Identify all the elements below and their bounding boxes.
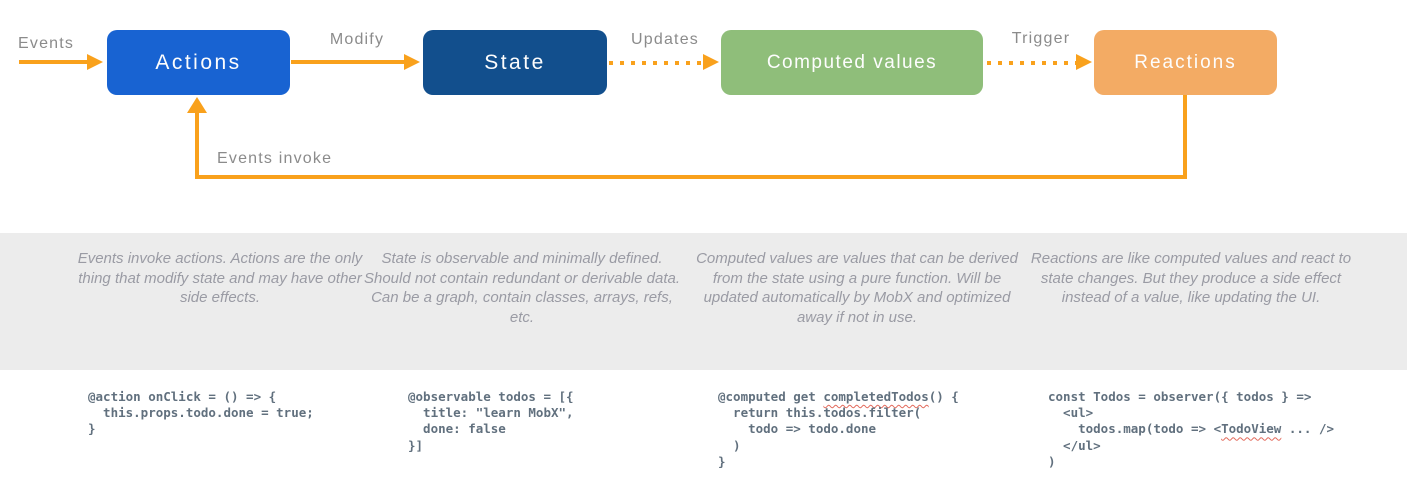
feedback-line-vertical-left — [195, 113, 199, 179]
description-actions: Events invoke actions. Actions are the o… — [77, 250, 363, 307]
feedback-line-horizontal — [195, 175, 1187, 179]
code-example-observable: @observable todos = [{ title: "learn Mob… — [408, 389, 574, 453]
arrow-right-icon — [1076, 54, 1092, 70]
spellcheck-squiggle: TodoView — [1221, 421, 1282, 437]
node-reactions: Reactions — [1094, 30, 1277, 95]
dotted-arrow-computed-to-reactions-line — [987, 61, 1077, 65]
node-actions: Actions — [107, 30, 290, 95]
edge-label-updates: Updates — [631, 31, 699, 48]
edge-label-modify: Modify — [329, 31, 385, 48]
arrow-right-icon — [87, 54, 103, 70]
edge-label-events: Events — [18, 35, 75, 52]
node-actions-label: Actions — [155, 50, 242, 74]
code-example-computed: @computed get completedTodos() { return … — [718, 389, 959, 469]
spellcheck-squiggle: completedTodos — [823, 389, 929, 404]
edge-label-trigger: Trigger — [1011, 30, 1071, 47]
code-examples-row: @action onClick = () => { this.props.tod… — [0, 370, 1407, 483]
node-computed-values-label: Computed values — [766, 51, 938, 73]
node-reactions-label: Reactions — [1134, 51, 1237, 73]
node-state: State — [423, 30, 607, 95]
node-computed-values: Computed values — [721, 30, 983, 95]
arrow-actions-to-state-line — [291, 60, 405, 64]
arrow-events-to-actions-line — [19, 60, 89, 64]
node-state-label: State — [484, 50, 546, 74]
arrow-right-icon — [703, 54, 719, 70]
arrow-right-icon — [404, 54, 420, 70]
description-state: State is observable and minimally define… — [363, 250, 681, 326]
description-reactions: Reactions are like computed values and r… — [1030, 250, 1352, 307]
description-band: Events invoke actions. Actions are the o… — [0, 233, 1407, 370]
arrow-up-icon — [187, 97, 207, 113]
feedback-line-vertical-right — [1183, 95, 1187, 179]
mobx-flow-diagram: Events Actions Modify State Updates Comp… — [0, 0, 1407, 233]
code-example-action: @action onClick = () => { this.props.tod… — [88, 389, 314, 437]
description-computed-values: Computed values are values that can be d… — [696, 250, 1018, 326]
code-example-observer: const Todos = observer({ todos } => <ul>… — [1048, 389, 1334, 469]
edge-label-events-invoke: Events invoke — [217, 150, 333, 167]
dotted-arrow-state-to-computed-line — [609, 61, 703, 65]
